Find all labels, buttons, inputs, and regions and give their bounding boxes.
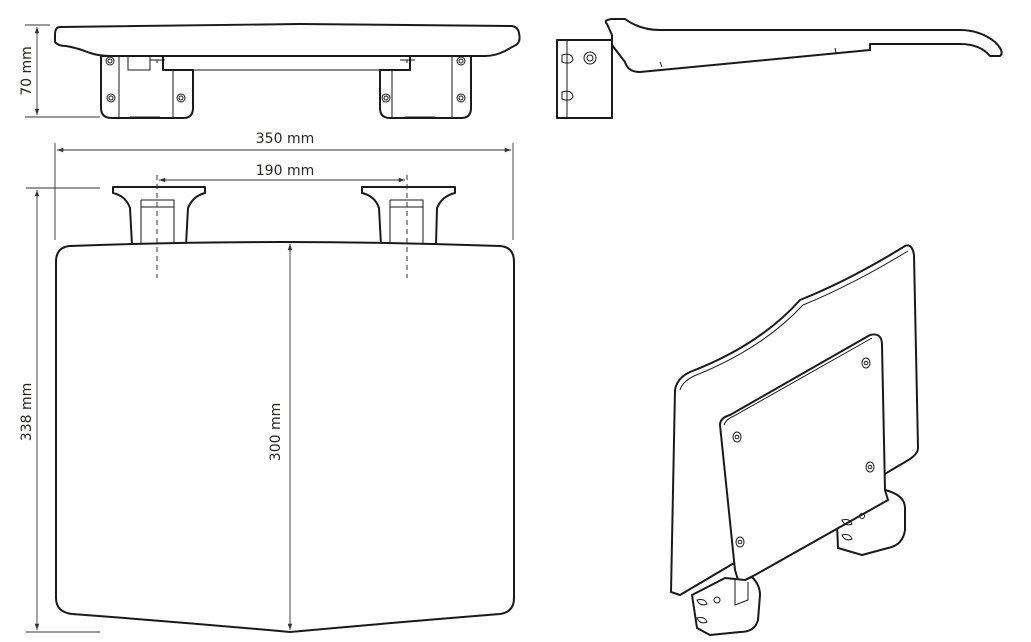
width-label: 350 mm: [256, 131, 314, 147]
isometric-view: [670, 244, 919, 636]
side-view: [556, 18, 1003, 119]
seat-depth-label: 300 mm: [268, 403, 284, 461]
depth-total-label: 338 mm: [19, 383, 35, 441]
bracket-spacing-label: 190 mm: [256, 163, 314, 179]
height-label: 70 mm: [19, 46, 35, 96]
front-view: [54, 23, 521, 119]
dimension-lines: [25, 24, 514, 633]
plan-view: [55, 186, 515, 633]
